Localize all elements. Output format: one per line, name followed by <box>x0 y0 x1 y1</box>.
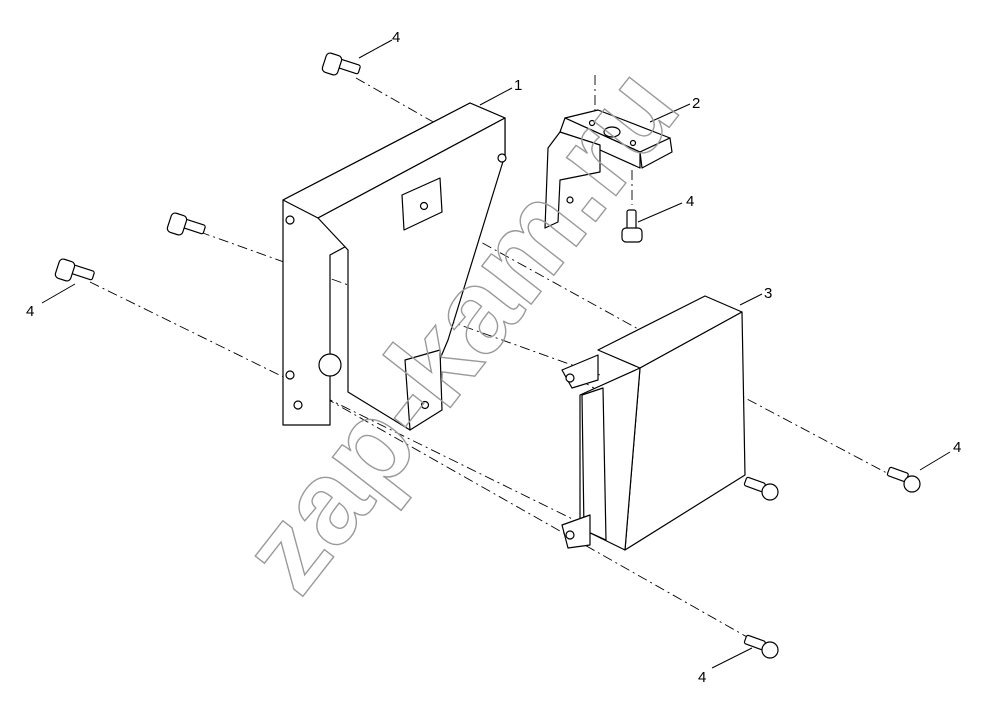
callout-3: 3 <box>764 285 772 302</box>
callout-4-left: 4 <box>26 303 34 320</box>
callout-4-bottom: 4 <box>698 669 706 686</box>
callout-2: 2 <box>692 95 700 112</box>
bolt-right <box>886 466 921 493</box>
bolt-vertical <box>621 209 643 243</box>
bolt-top-left <box>321 52 361 76</box>
bracket-part-1 <box>282 102 507 431</box>
control-unit-part-3 <box>561 295 746 551</box>
bolt-center-right <box>743 476 779 501</box>
bolt-bottom <box>743 634 779 659</box>
mounting-bracket-part-2 <box>544 109 673 229</box>
bolt-far-left <box>54 258 95 282</box>
callout-1: 1 <box>514 77 522 94</box>
bolt-mid-left <box>166 212 206 236</box>
callout-4-right: 4 <box>953 439 961 456</box>
callout-4-top: 4 <box>392 29 400 46</box>
callout-4-bracket: 4 <box>686 193 694 210</box>
leader-lines <box>41 39 951 669</box>
